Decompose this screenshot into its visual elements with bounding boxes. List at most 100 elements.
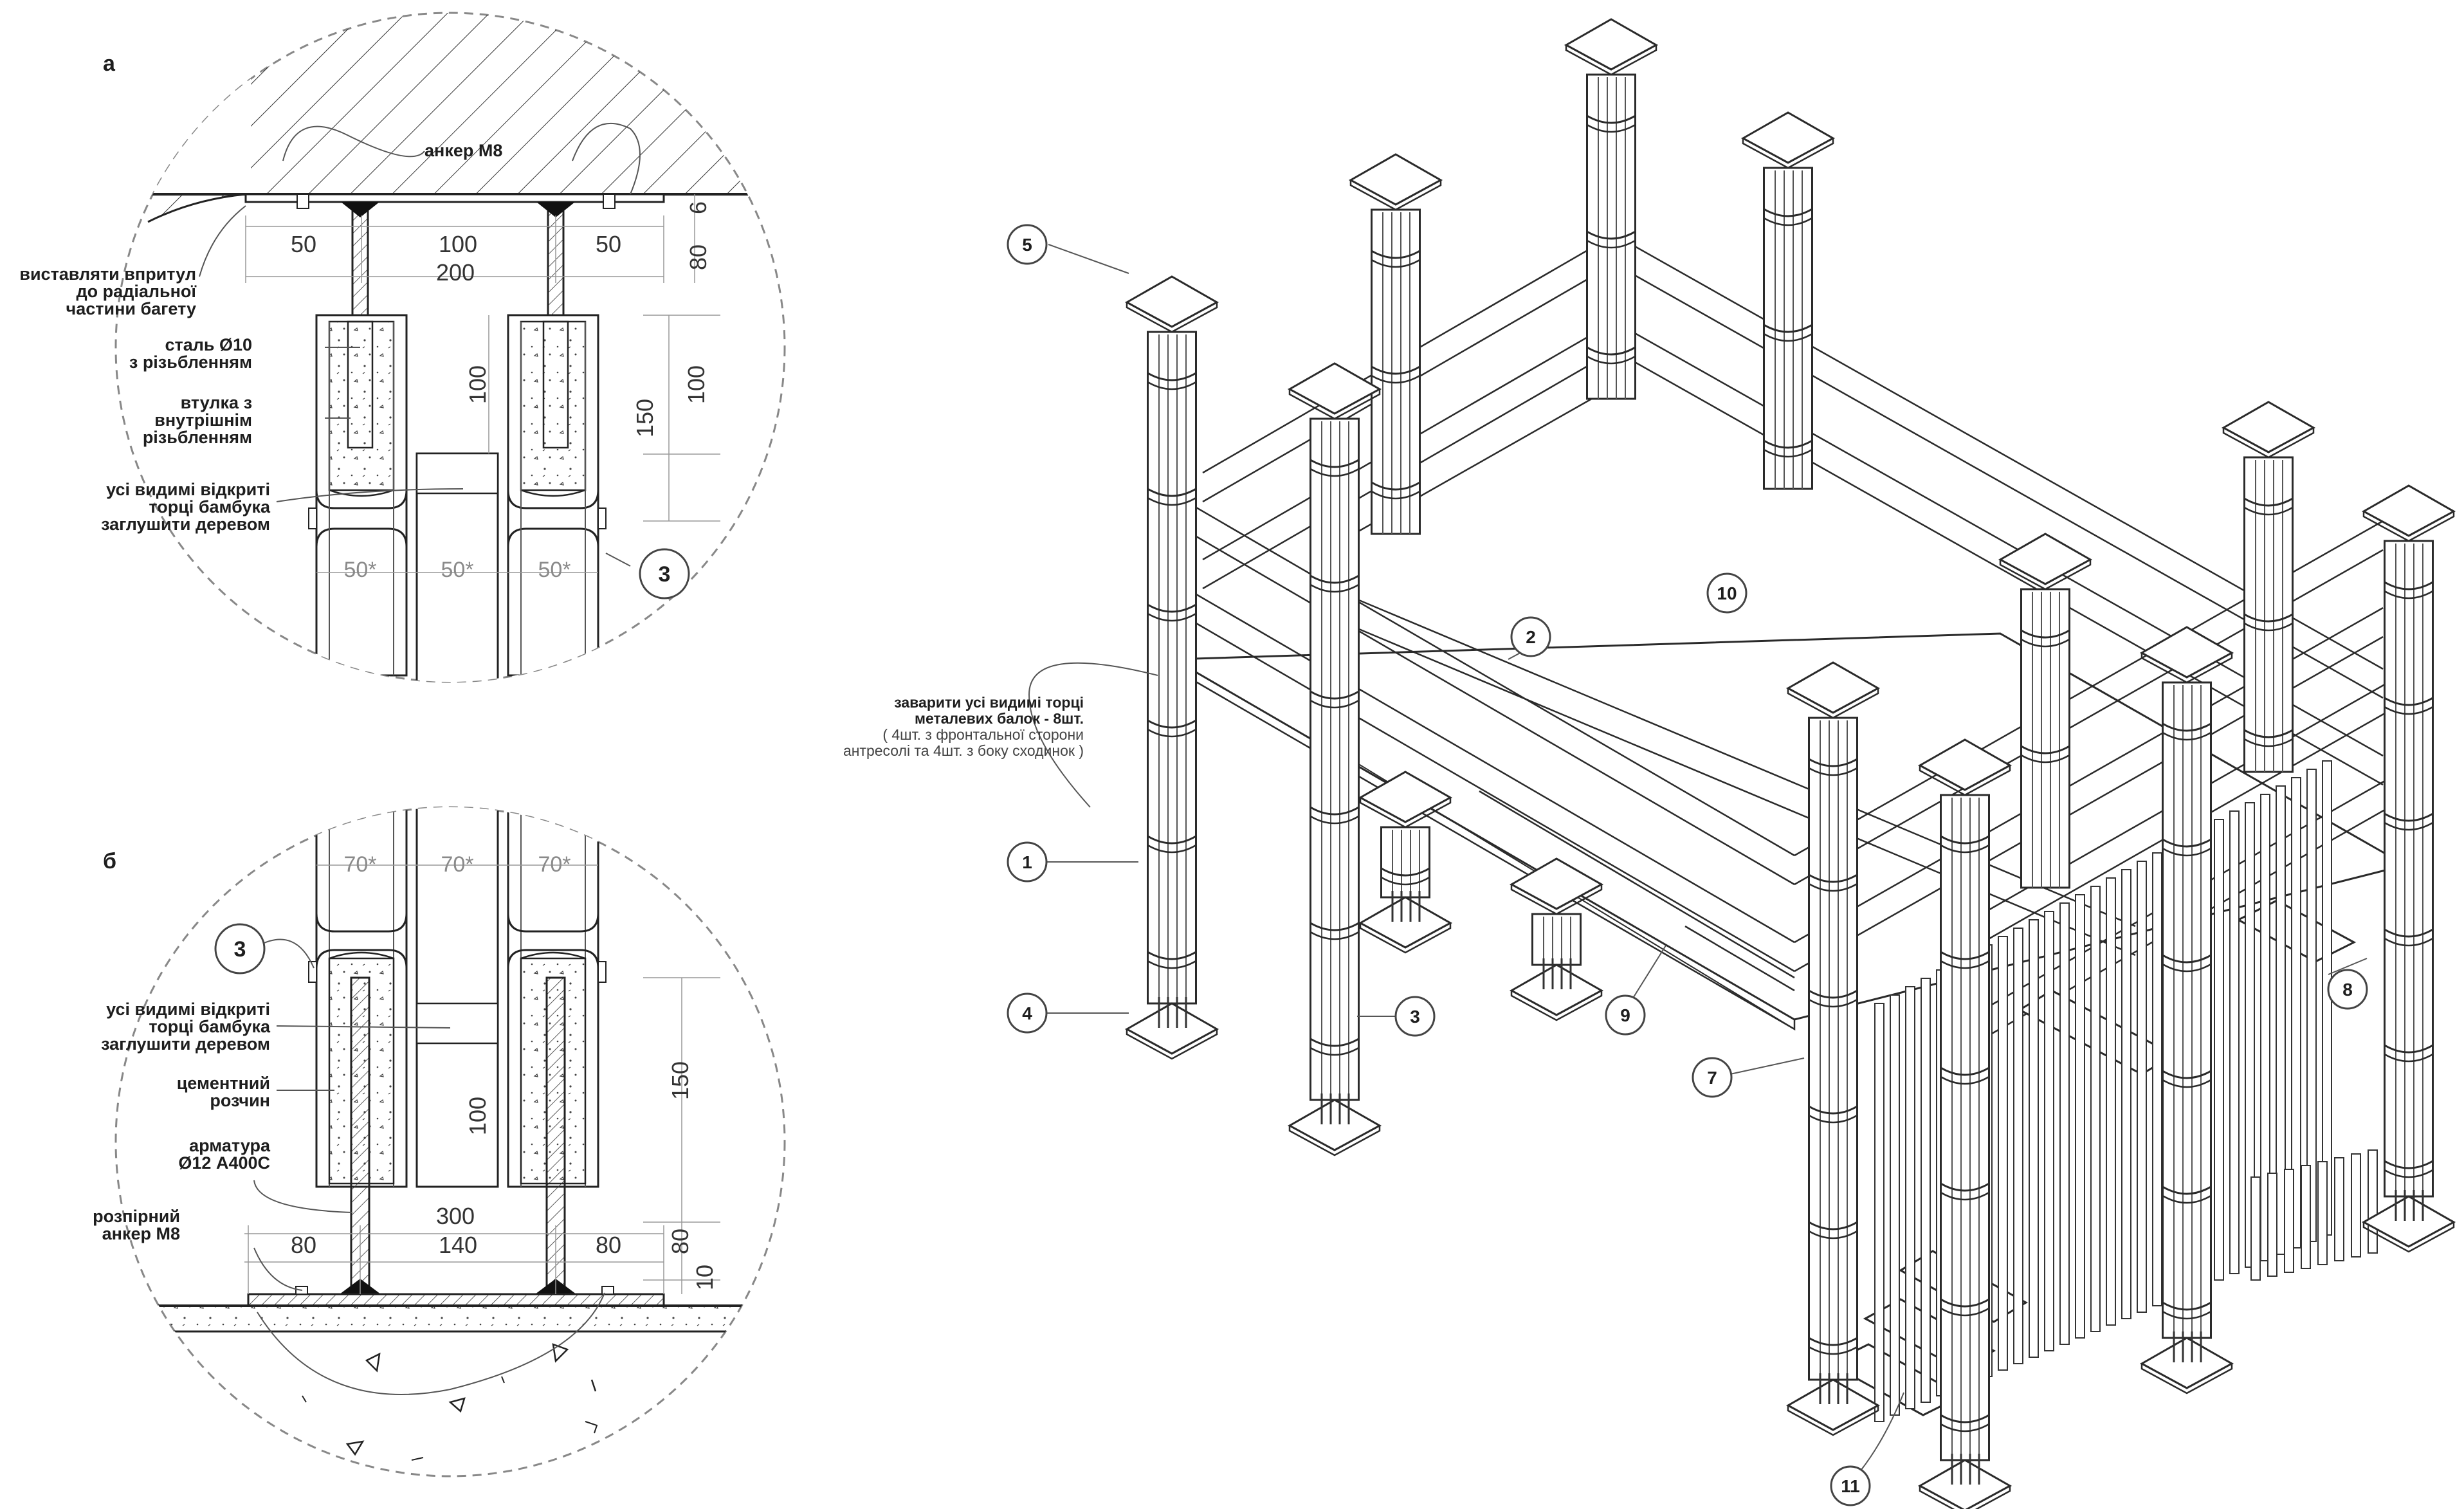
infill-cane: [2351, 1153, 2361, 1258]
svg-text:5: 5: [1022, 235, 1032, 255]
infill-cane: [2267, 1173, 2277, 1277]
dim-a-100: 100: [439, 231, 477, 257]
dim-a-star-1: 50*: [343, 558, 376, 582]
callout-11: 11: [1830, 1465, 1871, 1506]
dim-b-100: 100: [464, 1097, 491, 1135]
infill-cane: [2260, 794, 2270, 1261]
flush-note-line3: частини багету: [66, 299, 196, 318]
infill-cane: [2276, 785, 2286, 1255]
infill-cane: [2306, 769, 2317, 1242]
infill-cane: [2075, 894, 2085, 1339]
plug-note-a-line2: торці бамбука: [149, 497, 271, 517]
infill-cane: [2090, 886, 2101, 1332]
infill-cane: [2029, 919, 2039, 1358]
dim-b-star-2: 70*: [441, 852, 473, 877]
callout-3: 3: [1394, 996, 1436, 1037]
infill-cane: [1874, 1003, 1885, 1422]
bamboo-b-center: [415, 807, 499, 1188]
weld-sub-line2: антресолі та 4шт. з боку сходинок ): [843, 742, 1084, 759]
column-4: [1124, 275, 1219, 1060]
isometric-structure: заварити усі видимі торці металевих бало…: [843, 18, 2456, 1509]
infill-cane: [1921, 978, 1931, 1403]
infill-cane: [2291, 777, 2301, 1248]
callout-8: 8: [2327, 969, 2368, 1010]
dim-a-150: 150: [632, 399, 658, 437]
flush-note-line2: до радіальної: [77, 282, 197, 301]
svg-text:8: 8: [2342, 980, 2353, 1000]
svg-text:9: 9: [1620, 1005, 1630, 1025]
dim-b-150: 150: [667, 1061, 693, 1100]
dim-a-star-3: 50*: [538, 558, 570, 582]
column-5: [1287, 362, 1382, 1157]
plug-note-a-line1: усі видимі відкриті: [106, 480, 270, 499]
column-2: [1740, 111, 1836, 490]
detail-a: а анкер М8 виставляти впритул до радіаль…: [19, 12, 786, 683]
weld-note-line2: металевих балок - 8шт.: [915, 710, 1084, 727]
svg-text:10: 10: [1717, 583, 1737, 603]
dim-b-80-vertical: 80: [667, 1229, 693, 1254]
plug-note-a-line3: заглушити деревом: [101, 515, 270, 534]
callout-5: 5: [1007, 224, 1048, 265]
anchor-note-line2: анкер М8: [102, 1224, 180, 1243]
dim-a-star-2: 50*: [441, 558, 473, 582]
infill-cane: [1890, 994, 1900, 1416]
sleeve-note-line3: різьбленням: [143, 428, 252, 447]
infill-cane: [2121, 869, 2131, 1319]
dim-b-80-right: 80: [596, 1232, 621, 1258]
column-9: [2139, 626, 2234, 1395]
infill-cane: [2214, 819, 2224, 1281]
infill-cane: [2013, 928, 2023, 1364]
dim-a-50-right: 50: [596, 231, 621, 257]
callout-a-3: [639, 548, 690, 599]
column-12: [1358, 771, 1453, 954]
top-plate: [244, 193, 665, 203]
dim-b-star-1: 70*: [343, 852, 376, 877]
svg-text:11: 11: [1841, 1476, 1860, 1496]
svg-text:4: 4: [1022, 1003, 1032, 1023]
infill-cane: [2250, 1176, 2261, 1281]
dim-a-100-center: 100: [464, 365, 491, 404]
callout-7: 7: [1692, 1057, 1733, 1098]
callout-9: 9: [1605, 994, 1646, 1036]
dim-b-10: 10: [691, 1265, 718, 1290]
infill-cane: [1998, 936, 2008, 1371]
callout-4: 4: [1007, 992, 1048, 1034]
infill-cane: [2152, 852, 2162, 1306]
sleeve-note-line2: внутрішнім: [154, 410, 252, 430]
infill-cane: [2317, 1161, 2328, 1265]
callout-b-3: [214, 923, 266, 974]
infill-cane: [2368, 1149, 2378, 1254]
infill-cane: [2229, 810, 2240, 1274]
plug-note-b-line3: заглушити деревом: [101, 1034, 270, 1054]
cement-note-line1: цементний: [177, 1074, 270, 1093]
column-8: [1998, 533, 2093, 889]
callout-1: 1: [1007, 841, 1048, 883]
infill-cane: [2106, 877, 2116, 1326]
plug-note-b-line1: усі видимі відкриті: [106, 1000, 270, 1019]
steel-note-line2: з різьбленням: [129, 352, 252, 372]
infill-cane: [2044, 911, 2054, 1351]
steel-note-line1: сталь Ø10: [165, 335, 252, 354]
column-3: [1348, 153, 1443, 535]
dim-a-6: 6: [685, 201, 711, 214]
infill-cane: [2284, 1169, 2294, 1273]
infill-cane: [1905, 986, 1915, 1409]
svg-text:3: 3: [1410, 1007, 1420, 1027]
dim-b-star-3: 70*: [538, 852, 570, 877]
dim-b-80-left: 80: [291, 1232, 316, 1258]
dim-a-200: 200: [436, 259, 475, 286]
infill-cane: [2137, 861, 2147, 1313]
column-10: [1785, 661, 1881, 1436]
weld-sub-line1: ( 4шт. з фронтальної сторони: [882, 726, 1084, 743]
infill-cane: [2245, 802, 2255, 1268]
rebar-note-line1: арматура: [189, 1136, 271, 1155]
plug-note-b-line2: торці бамбука: [149, 1017, 271, 1036]
weld-note-line1: заварити усі видимі торці: [894, 694, 1084, 711]
anchor-label: анкер М8: [424, 141, 502, 160]
dim-b-300: 300: [436, 1203, 475, 1229]
section-label-a: а: [103, 51, 116, 76]
svg-text:1: 1: [1022, 852, 1032, 872]
dim-a-50-left: 50: [291, 231, 316, 257]
anchor-note-line1: розпірний: [93, 1207, 180, 1226]
